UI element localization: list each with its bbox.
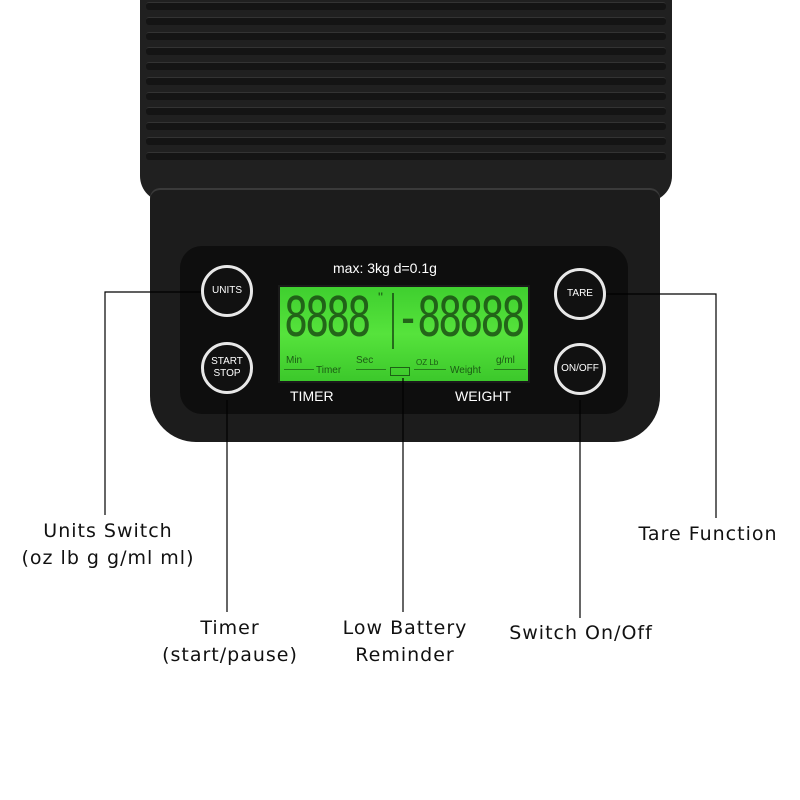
platform-rib <box>146 77 666 85</box>
start-label: START <box>211 356 243 367</box>
units-leader <box>104 291 201 515</box>
battery-icon <box>390 367 410 376</box>
lcd-weight-label: Weight <box>450 365 481 376</box>
platform-rib <box>146 122 666 130</box>
weight-digits: -88888 <box>396 287 525 350</box>
platform-rib <box>146 17 666 25</box>
lcd-gml-label: g/ml <box>496 355 515 366</box>
tare-leader <box>606 293 717 518</box>
lcd-divider <box>392 293 394 349</box>
units-button-label: UNITS <box>212 285 242 296</box>
platform-rib <box>146 107 666 115</box>
on-off-button-label: ON/OFF <box>561 363 599 374</box>
tare-callout-line1: Tare Function <box>638 523 778 545</box>
timer-callout-line2: (start/pause) <box>162 644 298 666</box>
units-callout: Units Switch (oz lb g g/ml ml) <box>10 518 206 572</box>
lcd-timer-label: Timer <box>316 365 342 376</box>
timer-digits: 8888 <box>284 287 371 350</box>
lcd-quote-mark: " <box>378 289 383 305</box>
battery-callout-line1: Low Battery <box>342 617 468 639</box>
lcd-min-label: Min <box>286 355 303 366</box>
units-button[interactable]: UNITS <box>201 265 253 317</box>
timer-callout-line1: Timer <box>200 617 260 639</box>
weighing-platform <box>140 0 672 202</box>
tare-callout: Tare Function <box>620 521 796 548</box>
on-off-button[interactable]: ON/OFF <box>554 343 606 395</box>
capacity-label: max: 3kg d=0.1g <box>333 260 437 276</box>
units-callout-line1: Units Switch <box>43 520 173 542</box>
lcd-rule-right <box>414 369 446 370</box>
units-callout-line2: (oz lb g g/ml ml) <box>21 547 195 569</box>
onoff-callout: Switch On/Off <box>496 620 666 647</box>
platform-rib <box>146 137 666 145</box>
weight-panel-label: WEIGHT <box>455 388 511 404</box>
lcd-display: 8888 " -88888 Min Timer Sec OZ Lb Weight… <box>278 285 530 383</box>
tare-button[interactable]: TARE <box>554 268 606 320</box>
battery-callout: Low Battery Reminder <box>330 615 480 669</box>
lcd-rule-mid <box>356 369 386 370</box>
battery-callout-line2: Reminder <box>355 644 455 666</box>
platform-rib <box>146 152 666 160</box>
platform-rib <box>146 47 666 55</box>
platform-rib <box>146 92 666 100</box>
tare-button-label: TARE <box>567 288 593 299</box>
platform-rib <box>146 32 666 40</box>
onoff-callout-line1: Switch On/Off <box>509 622 653 644</box>
stop-label: STOP <box>213 368 241 379</box>
platform-rib <box>146 62 666 70</box>
lcd-rule-left <box>284 369 314 370</box>
start-stop-button[interactable]: START STOP <box>201 342 253 394</box>
timer-callout: Timer (start/pause) <box>150 615 310 669</box>
lcd-oz-lb-label: OZ Lb <box>416 358 439 367</box>
lcd-sec-label: Sec <box>356 355 374 366</box>
platform-rib <box>146 2 666 10</box>
lcd-rule-far <box>494 369 526 370</box>
timer-panel-label: TIMER <box>290 388 334 404</box>
